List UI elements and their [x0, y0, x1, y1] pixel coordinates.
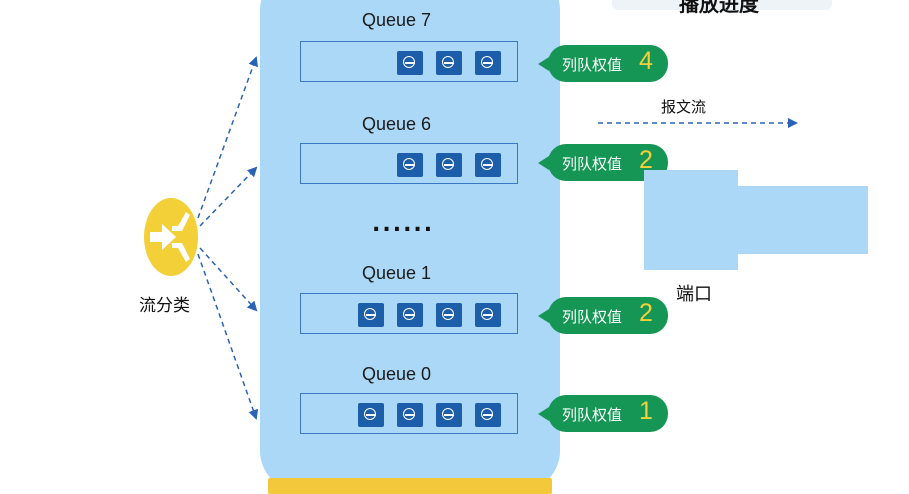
weight-value: 4: [639, 47, 653, 75]
queue-title: Queue 1: [362, 263, 432, 283]
queue-box: [300, 293, 518, 334]
weight-tag: 列队权值 1: [538, 395, 668, 432]
queue-panel-base: [268, 478, 552, 494]
weight-value: 2: [639, 146, 653, 174]
queue-box: [300, 393, 518, 434]
packet-icon: [475, 51, 501, 75]
packet-icon: [436, 51, 462, 75]
weight-value: 2: [639, 299, 653, 327]
weight-value: 1: [639, 397, 653, 425]
tag-pointer: [538, 57, 549, 71]
packet-icon: [358, 303, 384, 327]
packet-icon: [475, 153, 501, 177]
weight-label: 列队权值: [562, 155, 623, 173]
packet-icon: [475, 303, 501, 327]
header-ghost-bar: [612, 0, 832, 10]
packet-icon: [397, 153, 423, 177]
queue-box: [300, 41, 518, 82]
weight-tag: 列队权值 4: [538, 45, 668, 82]
arrow-to-queue-7: [197, 56, 258, 219]
header-title-fragment: 播放进度: [679, 0, 759, 16]
packet-icon: [436, 153, 462, 177]
packet-icon: [397, 403, 423, 427]
port-gap: [632, 186, 644, 270]
tag-pointer: [538, 156, 549, 170]
packet-icon: [358, 403, 384, 427]
classifier-arrows: [197, 56, 259, 420]
port-block: [644, 170, 738, 270]
packet-icon: [436, 303, 462, 327]
queue-title: Queue 0: [362, 364, 432, 384]
tag-pointer: [538, 407, 549, 421]
tag-pointer: [538, 309, 549, 323]
queue-title: Queue 7: [362, 10, 432, 30]
queue-box: [300, 143, 518, 184]
port-label: 端口: [676, 284, 712, 305]
packet-icon: [397, 51, 423, 75]
tag-body: [548, 297, 668, 334]
packet-icon: [397, 303, 423, 327]
arrow-to-queue-1: [199, 247, 258, 312]
weight-tag: 列队权值 2: [538, 297, 668, 334]
merge-arrow-icon: [144, 198, 198, 276]
packet-icon: [475, 403, 501, 427]
tag-body: [548, 45, 668, 82]
queue-title: Queue 6: [362, 114, 432, 134]
arrow-to-queue-6: [199, 166, 258, 227]
weight-label: 列队权值: [562, 56, 623, 74]
port-block-extension: [738, 186, 868, 254]
arrow-to-queue-0: [197, 253, 259, 420]
tag-body: [548, 395, 668, 432]
classifier-label: 流分类: [139, 296, 190, 316]
weight-label: 列队权值: [562, 308, 623, 326]
flow-label: 报文流: [661, 98, 707, 116]
queue-ellipsis: ......: [372, 212, 435, 237]
weight-label: 列队权值: [562, 406, 623, 424]
packet-icon: [436, 403, 462, 427]
